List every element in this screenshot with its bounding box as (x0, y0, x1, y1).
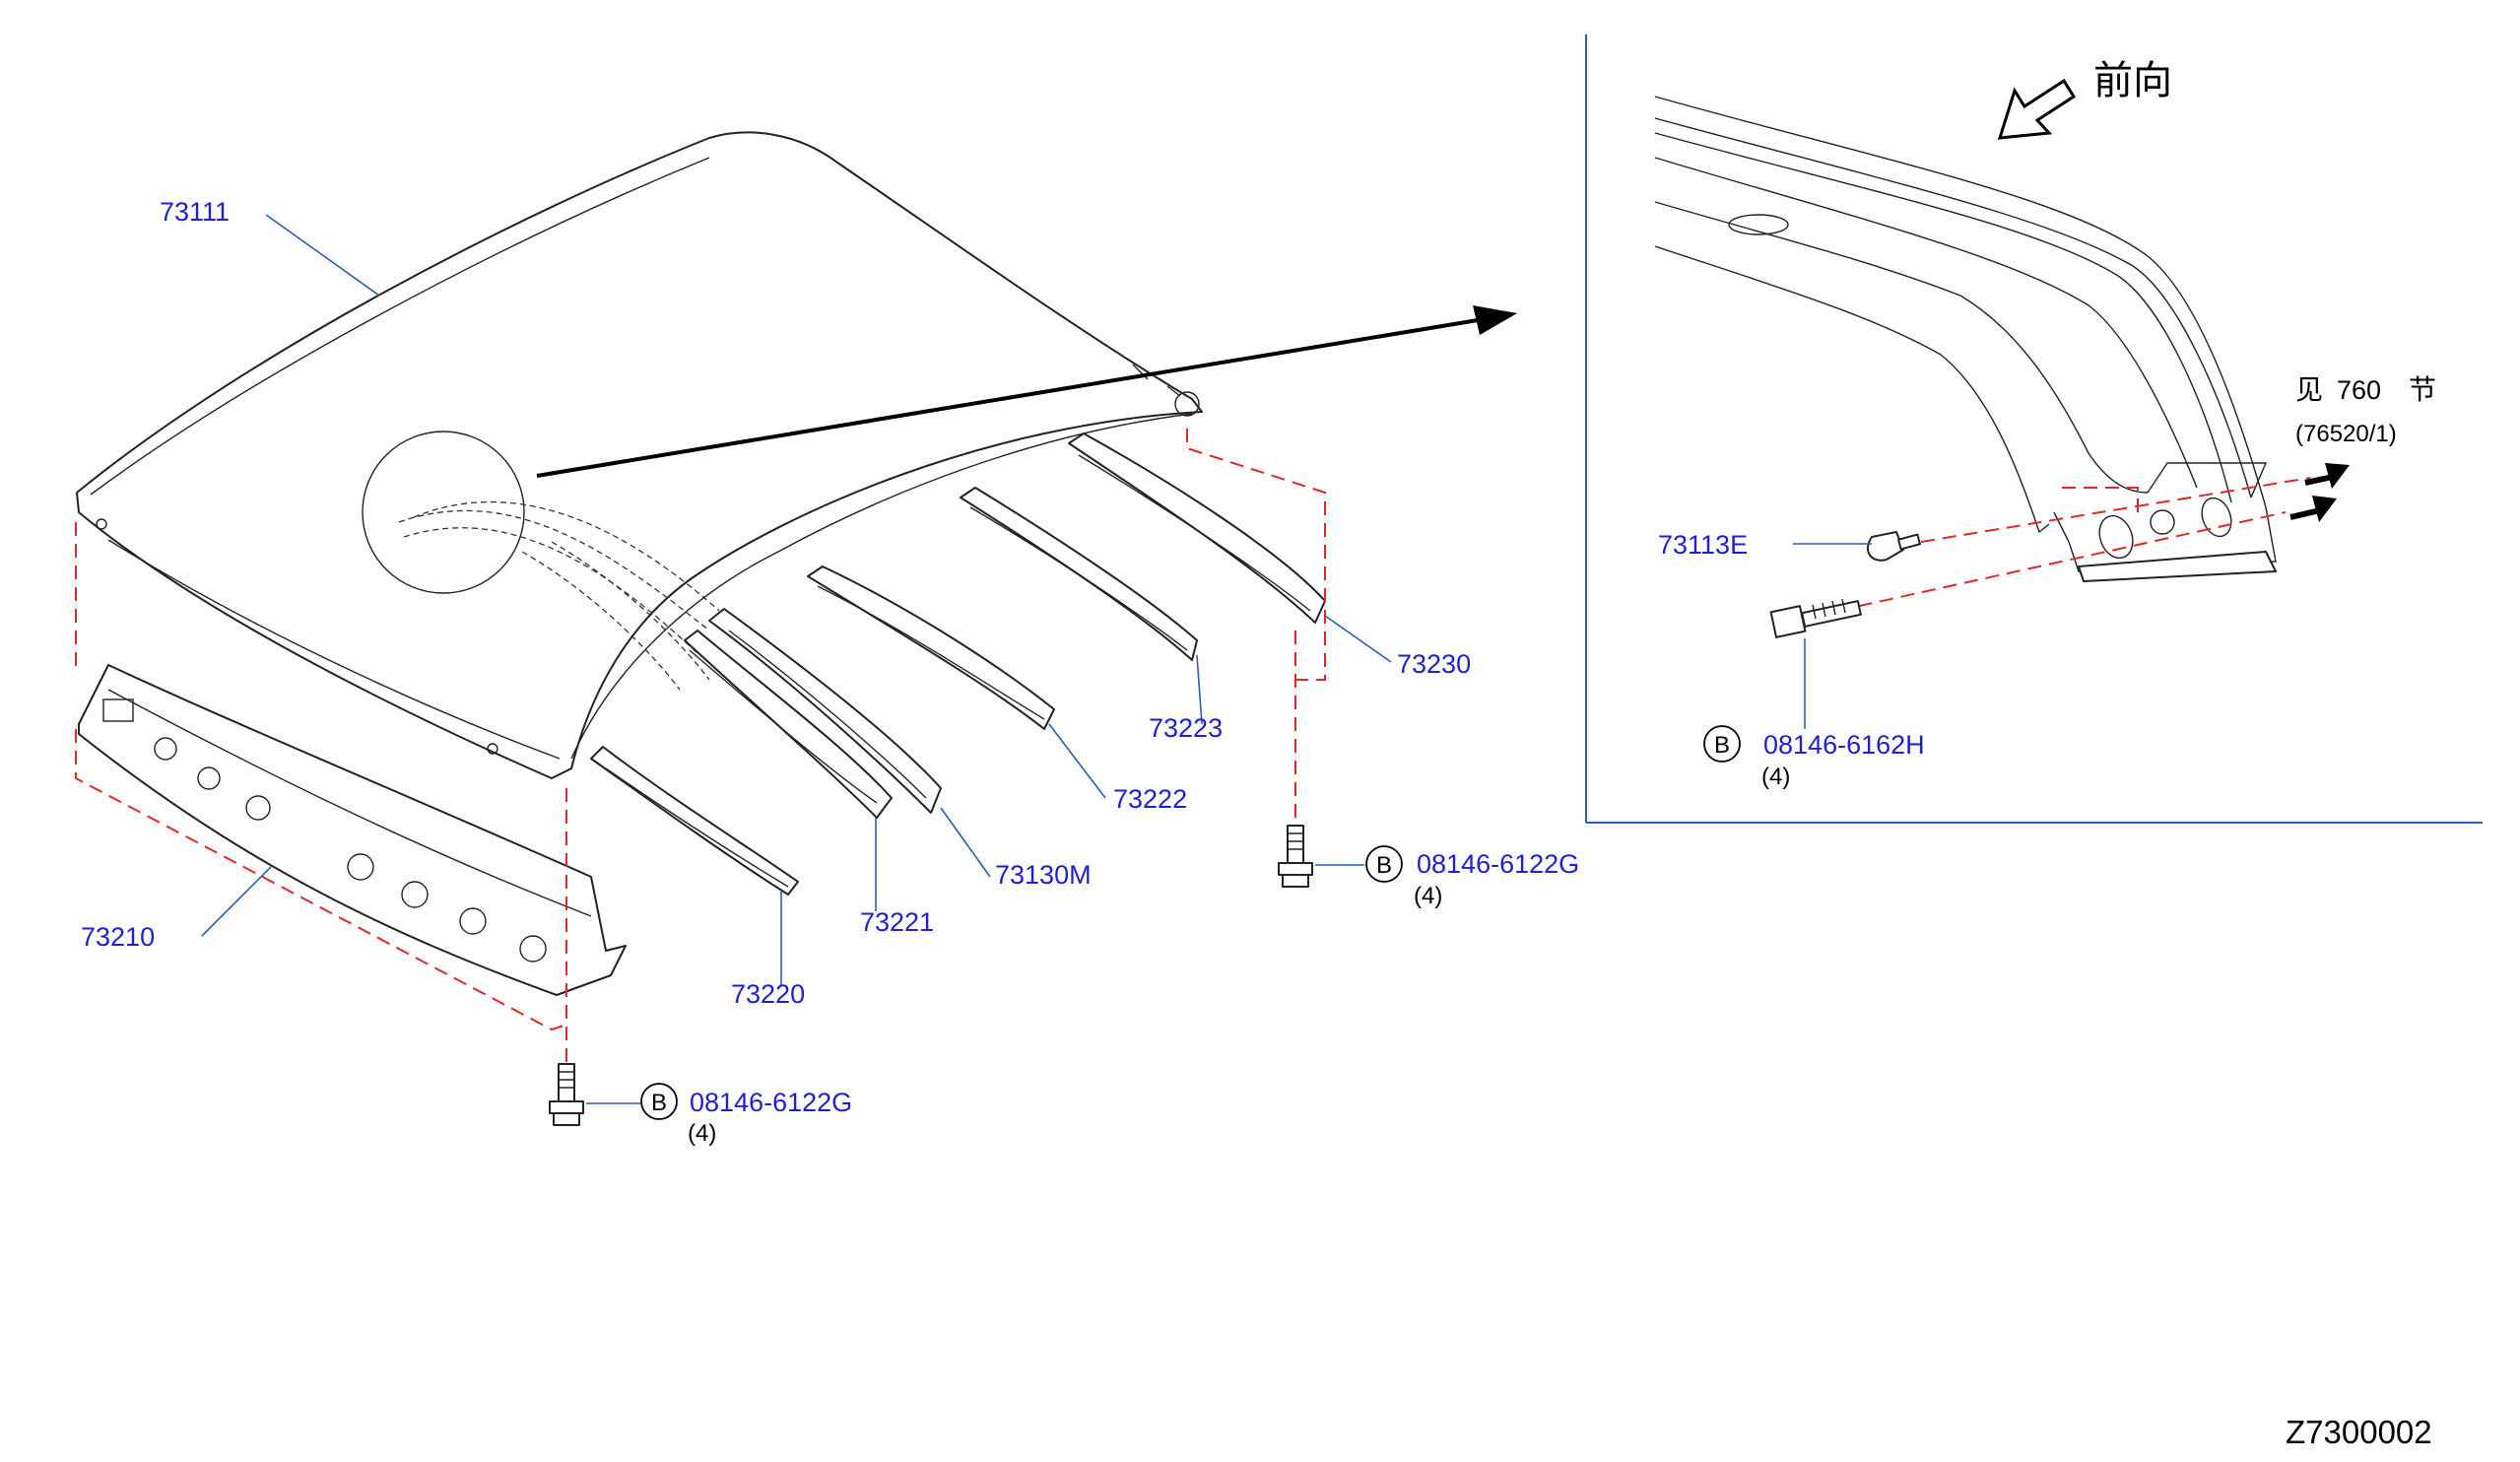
roof-bows (590, 432, 1326, 896)
label-bow-4: 73222 (1113, 784, 1187, 814)
bolt-detail-qty: (4) (1761, 764, 1790, 790)
see-suffix: 节 (2409, 373, 2436, 406)
bolt-rear-circle-letter: B (1376, 852, 1392, 879)
magnifier-circle (362, 431, 720, 691)
guide-lines-main (75, 429, 1326, 1064)
bolt-front-circle-letter: B (651, 1090, 667, 1116)
label-bow-2: 73221 (860, 907, 934, 937)
bolt-rear-circle (1365, 845, 1403, 883)
bolt-front-drawing (549, 1063, 584, 1126)
see-reference: (76520/1) (2295, 421, 2397, 447)
label-bow-5: 73223 (1149, 713, 1223, 743)
bolt-detail-circle-letter: B (1714, 732, 1730, 759)
label-roof-panel: 73111 (160, 197, 230, 227)
roof-panel (76, 131, 1203, 779)
label-front-rail: 73210 (81, 922, 155, 952)
bolt-detail-drawing (1769, 598, 1862, 638)
front-rail (78, 664, 627, 996)
detail-drawing (1654, 96, 2277, 582)
label-rear-rail: 73230 (1397, 649, 1471, 679)
bolt-rear-qty: (4) (1414, 883, 1442, 909)
clip-drawing (1867, 531, 1921, 562)
see-prefix: 见 (2295, 373, 2323, 406)
label-clip: 73113E (1658, 530, 1748, 560)
label-bow-1: 73220 (731, 979, 805, 1009)
direction-arrow-icon (1997, 78, 2077, 140)
bolt-rear-drawing (1278, 825, 1313, 888)
direction-label: 前向 (2093, 58, 2172, 103)
detail-pointer-arrow (536, 305, 1517, 478)
see-number: 760 (2337, 375, 2381, 405)
bolt-front-part: 08146-6122G (690, 1088, 852, 1117)
bolt-front-circle (640, 1083, 678, 1120)
bolt-detail-part: 08146-6162H (1763, 730, 1925, 760)
leader-lines-main (201, 214, 1392, 1104)
bolt-detail-circle (1703, 725, 1741, 763)
reference-arrows-icon (2289, 463, 2350, 522)
bolt-front-qty: (4) (688, 1120, 716, 1147)
drawing-code: Z7300002 (2286, 1414, 2432, 1450)
label-bow-3: 73130M (995, 860, 1092, 890)
guide-lines-detail (1836, 477, 2311, 612)
detail-frame (1585, 34, 2483, 824)
bolt-rear-part: 08146-6122G (1417, 849, 1579, 879)
